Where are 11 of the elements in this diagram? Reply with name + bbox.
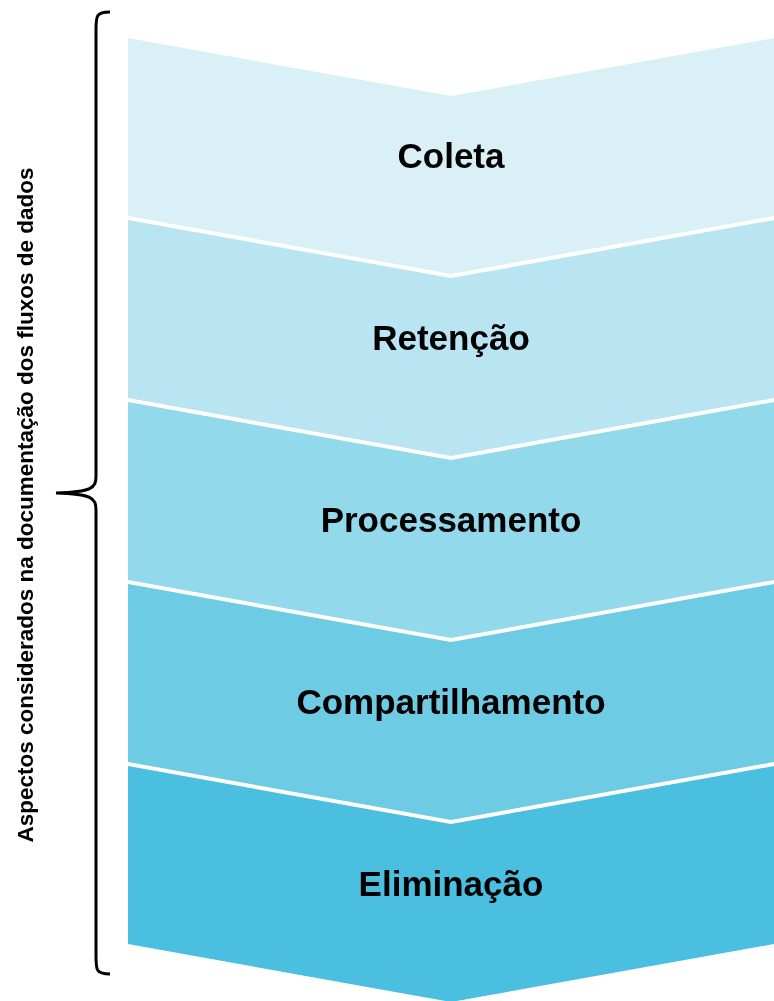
chevron-shape xyxy=(128,38,774,274)
step-label: Coleta xyxy=(396,136,506,176)
step-label: Processamento xyxy=(319,500,583,540)
chevron-shape xyxy=(128,766,774,1001)
chevron-shape xyxy=(128,402,774,638)
chevron-shape xyxy=(128,584,774,820)
side-caption: Aspectos considerados na documentação dos fluxos de dados xyxy=(13,166,39,845)
step-label: Eliminação xyxy=(357,864,545,904)
step-label: Compartilhamento xyxy=(295,682,607,722)
step-label: Retenção xyxy=(371,318,531,358)
chevron-shape xyxy=(128,220,774,456)
